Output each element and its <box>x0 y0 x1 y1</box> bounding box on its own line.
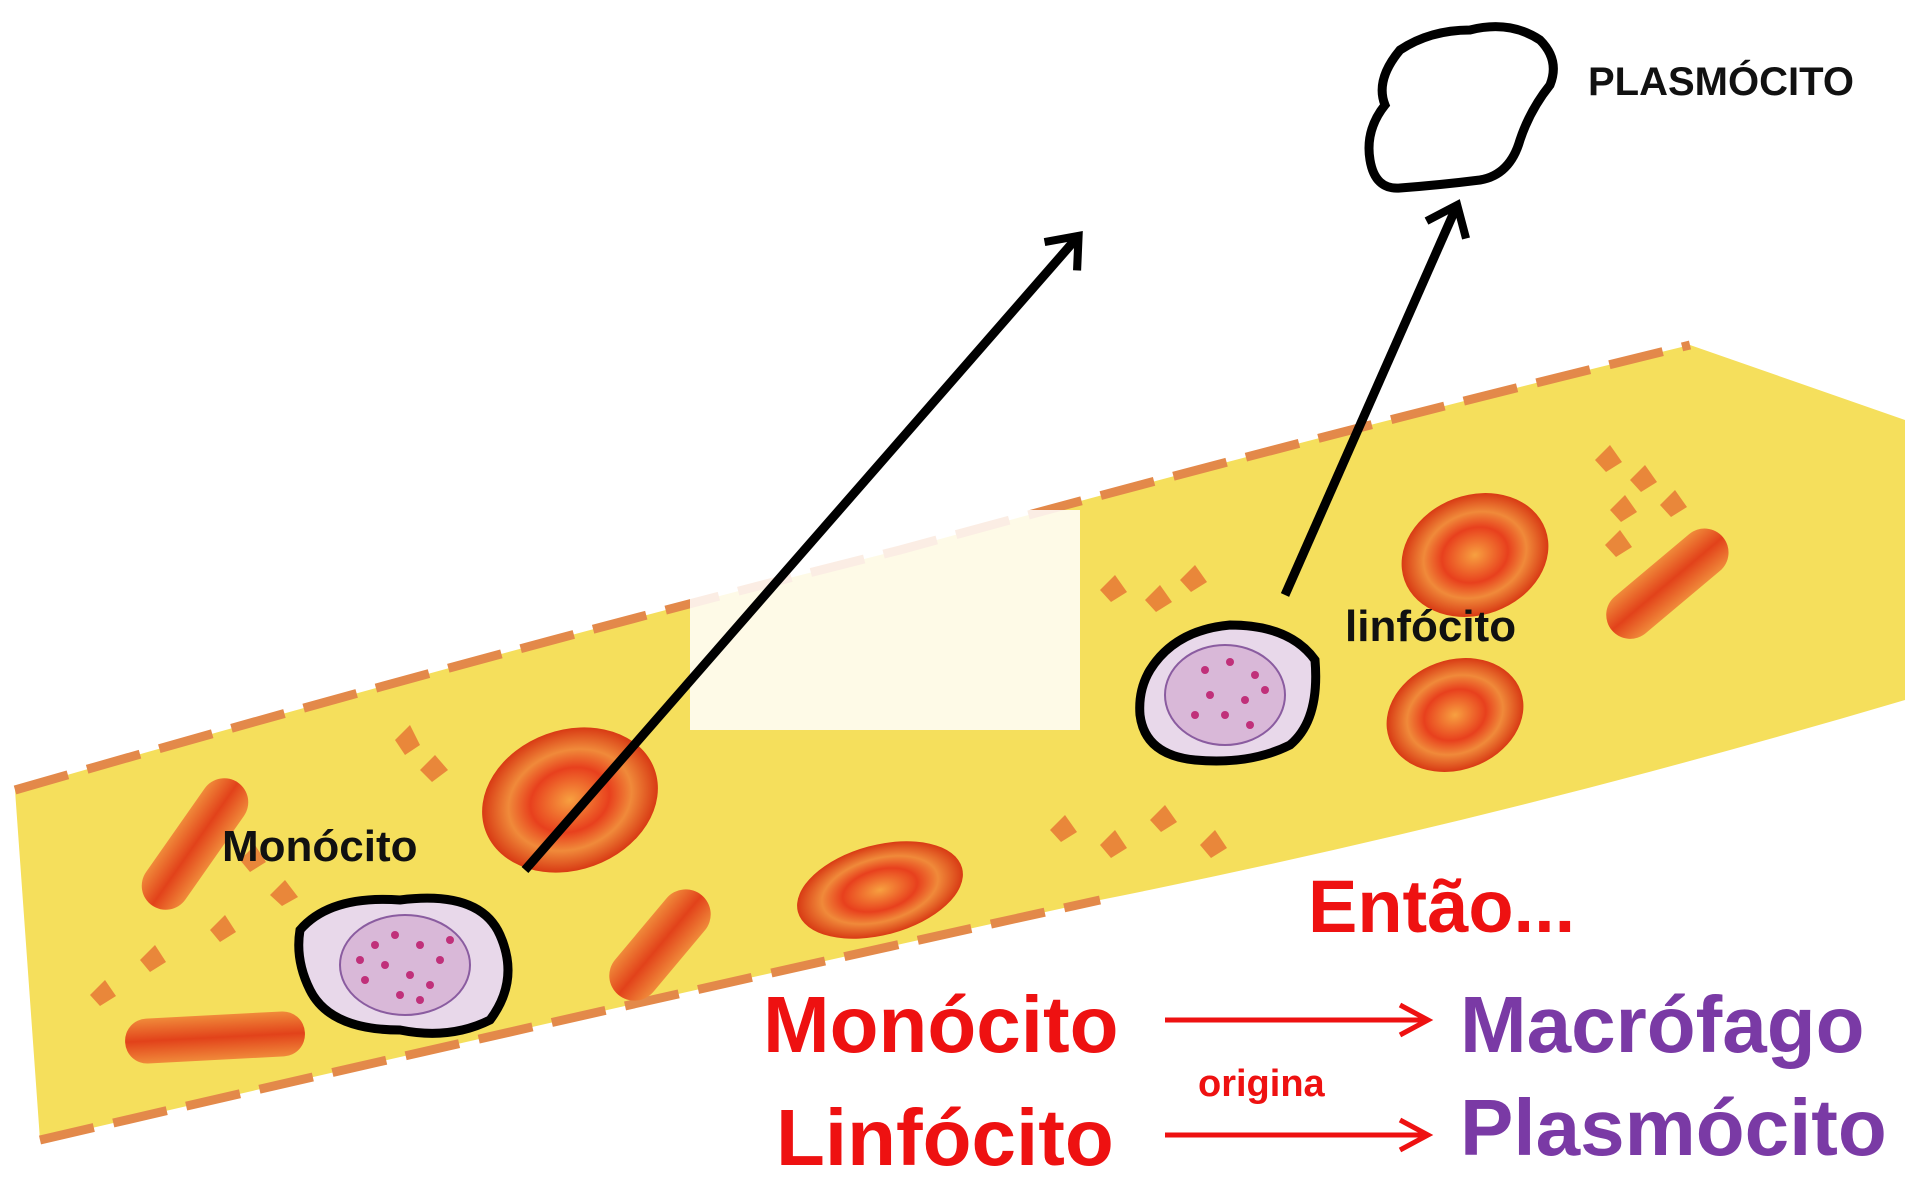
monocito-cell-label: Monócito <box>222 825 418 869</box>
lymphocyte-cell <box>1140 625 1316 761</box>
linfocito-cell-label: linfócito <box>1345 605 1516 649</box>
entao-label: Então... <box>1308 870 1575 944</box>
plasmocyte-cell-outline <box>1369 27 1553 188</box>
plasmocito-top-label: PLASMÓCITO <box>1588 62 1854 102</box>
monocito-big-label: Monócito <box>763 985 1118 1065</box>
monocyte-cell <box>299 898 508 1033</box>
plasmocito-big-label: Plasmócito <box>1460 1088 1887 1168</box>
rod-cell <box>124 1010 306 1064</box>
white-patch-2 <box>320 505 700 550</box>
linfocito-big-label: Linfócito <box>776 1098 1114 1178</box>
origina-label: origina <box>1198 1065 1325 1103</box>
macrofago-label: Macrófago <box>1460 985 1865 1065</box>
